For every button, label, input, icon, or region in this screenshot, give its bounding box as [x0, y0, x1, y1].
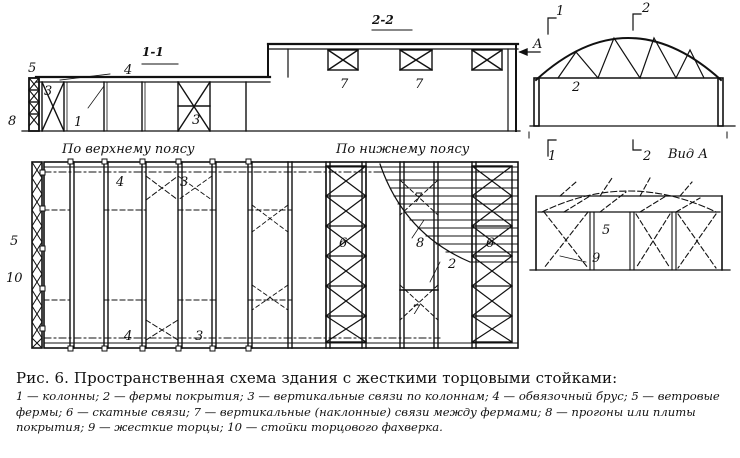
callout-3-plan-top: 3	[180, 175, 188, 190]
longitudinal-elevation	[21, 29, 541, 132]
callout-7-elev-b: 7	[415, 77, 424, 92]
callout-4-elev: 4	[123, 63, 132, 78]
truss-bracing-elevation	[327, 49, 503, 71]
callout-7-elev-a: 7	[340, 77, 349, 92]
section-mark-1-bottom: 1	[548, 149, 556, 164]
callout-5-elev: 5	[28, 61, 36, 76]
callout-8-elev: 8	[8, 114, 16, 129]
wind-truss-elevation	[28, 77, 40, 132]
section-mark-1-top: 1	[556, 4, 564, 19]
callout-1-elev: 1	[74, 115, 82, 130]
callout-10-plan: 10	[6, 271, 23, 286]
tie-beams-plan	[43, 175, 293, 341]
section-label-2-2: 2-2	[371, 13, 394, 27]
columns-elevation	[63, 81, 247, 132]
callout-9-view: 9	[592, 251, 600, 266]
callout-4-plan-bottom: 4	[123, 329, 132, 344]
end-view-a	[529, 177, 731, 271]
callout-5-view: 5	[602, 223, 610, 238]
section-mark-2-bottom: 2	[642, 149, 651, 164]
caption-title: Рис. 6. Пространственная схема здания с …	[16, 369, 618, 387]
caption-legend: 1 — колонны; 2 — фермы покрытия; 3 — вер…	[16, 389, 720, 434]
callout-3-elev-right: 3	[192, 113, 200, 128]
callout-8-plan: 8	[416, 236, 424, 251]
plan-view	[31, 158, 519, 352]
column-bracing-elevation	[41, 81, 211, 132]
callout-5-plan: 5	[10, 234, 18, 249]
end-wind-truss-plan	[31, 161, 46, 349]
callout-4-plan-top: 4	[115, 175, 124, 190]
section-label-1-1: 1-1	[142, 45, 164, 59]
column-nodes-plan	[67, 158, 252, 352]
callout-3-plan-bottom: 3	[195, 329, 203, 344]
arrow-a-label: A	[532, 37, 542, 52]
roof-trusses-plan	[69, 161, 477, 349]
callout-2-plan: 2	[447, 257, 456, 272]
view-a-label: Вид А	[667, 147, 708, 162]
figure-caption: Рис. 6. Пространственная схема здания с …	[16, 368, 728, 436]
lower-chord-label: По нижнему поясу	[335, 142, 470, 157]
callout-6-plan-b: 6	[486, 236, 494, 251]
callout-3-elev-left: 3	[44, 84, 52, 99]
callout-7-plan-top: 7	[414, 191, 423, 206]
vertical-bracing-plan	[177, 175, 289, 311]
callout-2-section: 2	[571, 80, 580, 95]
callout-7-plan-bottom: 7	[412, 303, 421, 318]
callout-6-plan-a: 6	[339, 236, 347, 251]
section-mark-2-top: 2	[641, 1, 650, 16]
purlins-plan	[379, 163, 519, 263]
upper-chord-label: По верхнему поясу	[61, 142, 195, 157]
cross-section-arched	[528, 13, 736, 157]
